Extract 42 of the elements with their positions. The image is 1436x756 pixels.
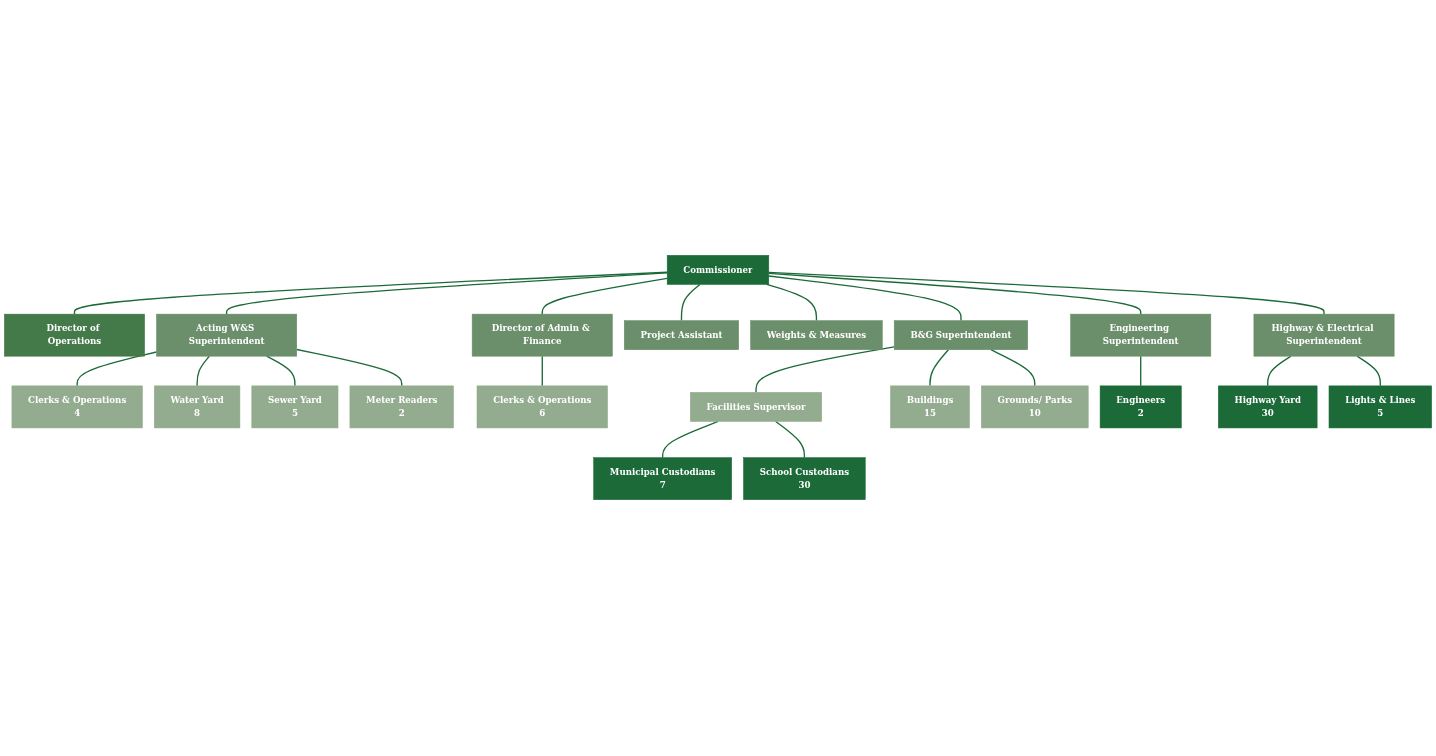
connector [76, 351, 158, 388]
node-box: School Custodians 30 [743, 457, 866, 501]
connector [775, 421, 806, 459]
node-box: Lights & Lines 5 [1328, 386, 1432, 429]
node-box: Engineering Superintendent [1070, 314, 1212, 357]
connector [1267, 356, 1292, 388]
connector [541, 356, 543, 388]
node-box: Acting W&S Superintendent [156, 314, 297, 357]
node-box: Weights & Measures [750, 320, 883, 351]
node-box: Facilities Supervisor [690, 392, 822, 423]
connector [196, 356, 210, 388]
connector [929, 349, 950, 388]
connector [662, 421, 719, 459]
connector [266, 356, 296, 388]
connector [541, 278, 668, 316]
node-box: Clerks & Operations 4 [11, 386, 143, 429]
connector [225, 272, 668, 316]
connector [768, 275, 962, 322]
node-box: Sewer Yard 5 [251, 386, 339, 429]
node-box: Highway Yard 30 [1218, 386, 1318, 429]
connector [766, 284, 818, 322]
node-box: Engineers 2 [1099, 386, 1182, 429]
connector [1356, 356, 1381, 388]
node-box: Highway & Electrical Superintendent [1253, 314, 1395, 357]
node-box: Meter Readers 2 [349, 386, 454, 429]
node-box: Commissioner [666, 255, 770, 286]
node-box: Municipal Custodians 7 [593, 457, 732, 501]
node-box: Project Assistant [624, 320, 739, 351]
connector [1140, 356, 1142, 388]
connector [755, 346, 895, 394]
connector [768, 273, 1142, 316]
node-box: Clerks & Operations 6 [476, 386, 608, 429]
node-box: Director of Operations [4, 314, 145, 357]
connector [680, 284, 701, 322]
node-box: B&G Superintendent [893, 320, 1028, 351]
node-box: Water Yard 8 [154, 386, 241, 429]
node-box: Buildings 15 [890, 386, 970, 429]
connector [768, 272, 1325, 316]
node-box: Director of Admin & Finance [471, 314, 613, 357]
node-box: Grounds/ Parks 10 [981, 386, 1089, 429]
connector [73, 272, 668, 316]
connector [296, 349, 403, 388]
